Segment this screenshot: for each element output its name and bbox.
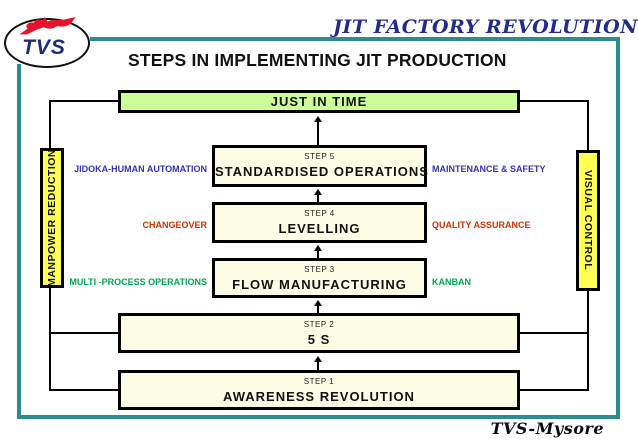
frame-border-right (616, 37, 620, 419)
tvs-horse-icon (19, 16, 76, 35)
step-3-title: FLOW MANUFACTURING (232, 277, 407, 292)
label-jidoka: JIDOKA-HUMAN AUTOMATION (74, 164, 207, 174)
step-5-label: STEP 5 (304, 152, 335, 161)
connector-left-step2 (50, 332, 118, 334)
step-4-box: STEP 4 LEVELLING (212, 202, 427, 243)
connector-left-top (50, 100, 118, 102)
connector-right-step2 (520, 332, 588, 334)
manpower-reduction-label: MANPOWER REDUCTION (46, 149, 58, 287)
label-multi-process: MULTI -PROCESS OPERATIONS (69, 277, 207, 287)
frame-border-bottom (17, 415, 620, 419)
signature: TVS-Mysore (490, 419, 604, 438)
step-4-title: LEVELLING (278, 221, 361, 236)
step-5-title: STANDARDISED OPERATIONS (215, 164, 429, 179)
step-1-box: STEP 1 AWARENESS REVOLUTION (118, 370, 520, 410)
tvs-logo: TVS (4, 16, 90, 68)
step-2-label: STEP 2 (303, 320, 335, 329)
step-3-label: STEP 3 (304, 265, 335, 274)
step-3-box: STEP 3 FLOW MANUFACTURING (212, 258, 427, 298)
connector-left-step1 (50, 389, 118, 391)
label-changeover: CHANGEOVER (142, 220, 207, 230)
arrow-up-icon (314, 356, 322, 370)
frame-border-top (90, 37, 620, 41)
step-1-label: STEP 1 (303, 377, 335, 386)
visual-control-label: VISUAL CONTROL (582, 170, 594, 271)
arrow-up-icon (314, 189, 322, 202)
slide-header: JIT FACTORY REVOLUTION (332, 16, 638, 38)
step-1-title: AWARENESS REVOLUTION (223, 389, 415, 404)
page-title: STEPS IN IMPLEMENTING JIT PRODUCTION (128, 50, 507, 70)
label-maintenance-safety: MAINTENANCE & SAFETY (432, 164, 546, 174)
step-5-box: STEP 5 STANDARDISED OPERATIONS (212, 145, 429, 187)
tvs-logo-text: TVS (22, 36, 66, 59)
connector-right-top (520, 100, 588, 102)
step-2-title: 5 S (307, 332, 331, 347)
label-kanban: KANBAN (432, 277, 471, 287)
arrow-up-icon (314, 300, 322, 313)
just-in-time-box: JUST IN TIME (118, 90, 520, 113)
arrow-up-icon (314, 116, 322, 145)
step-4-label: STEP 4 (304, 209, 335, 218)
step-2-box: STEP 2 5 S (118, 313, 520, 353)
connector-right-step1 (520, 389, 588, 391)
label-quality-assurance: QUALITY ASSURANCE (432, 220, 531, 230)
arrow-up-icon (314, 245, 322, 258)
frame-border-left (17, 64, 21, 419)
visual-control-pillar: VISUAL CONTROL (576, 150, 600, 291)
manpower-reduction-pillar: MANPOWER REDUCTION (40, 148, 64, 288)
